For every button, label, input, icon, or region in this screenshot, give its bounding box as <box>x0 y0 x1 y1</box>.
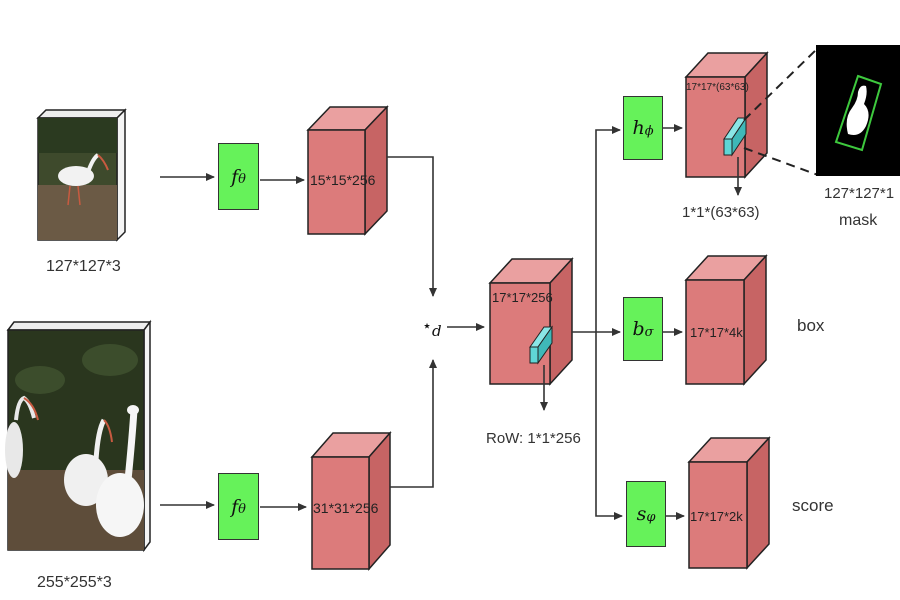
search-feature-label: 31*31*256 <box>313 500 379 516</box>
mask-output-name-label: mask <box>839 212 878 229</box>
backbone-symbol: f <box>231 165 239 188</box>
projection-line-bottom <box>743 147 819 176</box>
exemplar-feature-label: 15*15*256 <box>310 172 376 188</box>
operator-subscript: d <box>432 322 442 340</box>
score-head-subscript: φ <box>646 509 656 525</box>
projection-line-top <box>743 47 819 121</box>
mask-output-size-label: 127*127*1 <box>824 185 895 202</box>
box-output-label: box <box>797 316 825 335</box>
depthwise-correlation-operator: ⋆d <box>422 316 442 340</box>
search-image <box>5 319 152 553</box>
score-head-symbol: s <box>636 503 647 525</box>
arrow-search-to-correlation <box>390 359 437 488</box>
row-vector <box>529 325 553 365</box>
backbone-symbol: f <box>231 495 239 518</box>
backbone-subscript: θ <box>238 172 246 187</box>
box-head-symbol: b <box>632 318 645 340</box>
mask-output-image <box>816 45 900 176</box>
mask-head-symbol: h <box>632 117 645 139</box>
arrow-to-score-head <box>595 332 623 520</box>
backbone-subscript: θ <box>238 502 246 517</box>
mask-head-subscript: ϕ <box>644 123 654 139</box>
exemplar-image <box>36 108 127 242</box>
box-feature-label: 17*17*4k <box>690 325 743 340</box>
mask-feature-cube <box>684 51 769 179</box>
box-feature-cube <box>684 254 768 386</box>
score-feature-label: 17*17*2k <box>690 509 743 524</box>
response-cube <box>488 257 574 386</box>
arrow-to-mask-head <box>595 126 621 332</box>
search-size-label: 255*255*3 <box>37 574 112 591</box>
operator-symbol: ⋆ <box>422 316 433 335</box>
response-feature-label: 17*17*256 <box>492 290 553 305</box>
exemplar-size-label: 127*127*3 <box>46 258 121 275</box>
score-feature-cube <box>687 436 771 570</box>
score-output-label: score <box>792 496 834 515</box>
arrow-exemplar-to-correlation <box>387 156 437 297</box>
box-head-subscript: σ <box>644 324 654 340</box>
exemplar-feature-cube <box>306 105 389 236</box>
mask-vector-label: 1*1*(63*63) <box>682 204 760 221</box>
search-feature-cube <box>310 431 392 571</box>
mask-feature-label: 17*17*(63*63) <box>686 82 749 93</box>
row-label: RoW: 1*1*256 <box>486 430 581 447</box>
